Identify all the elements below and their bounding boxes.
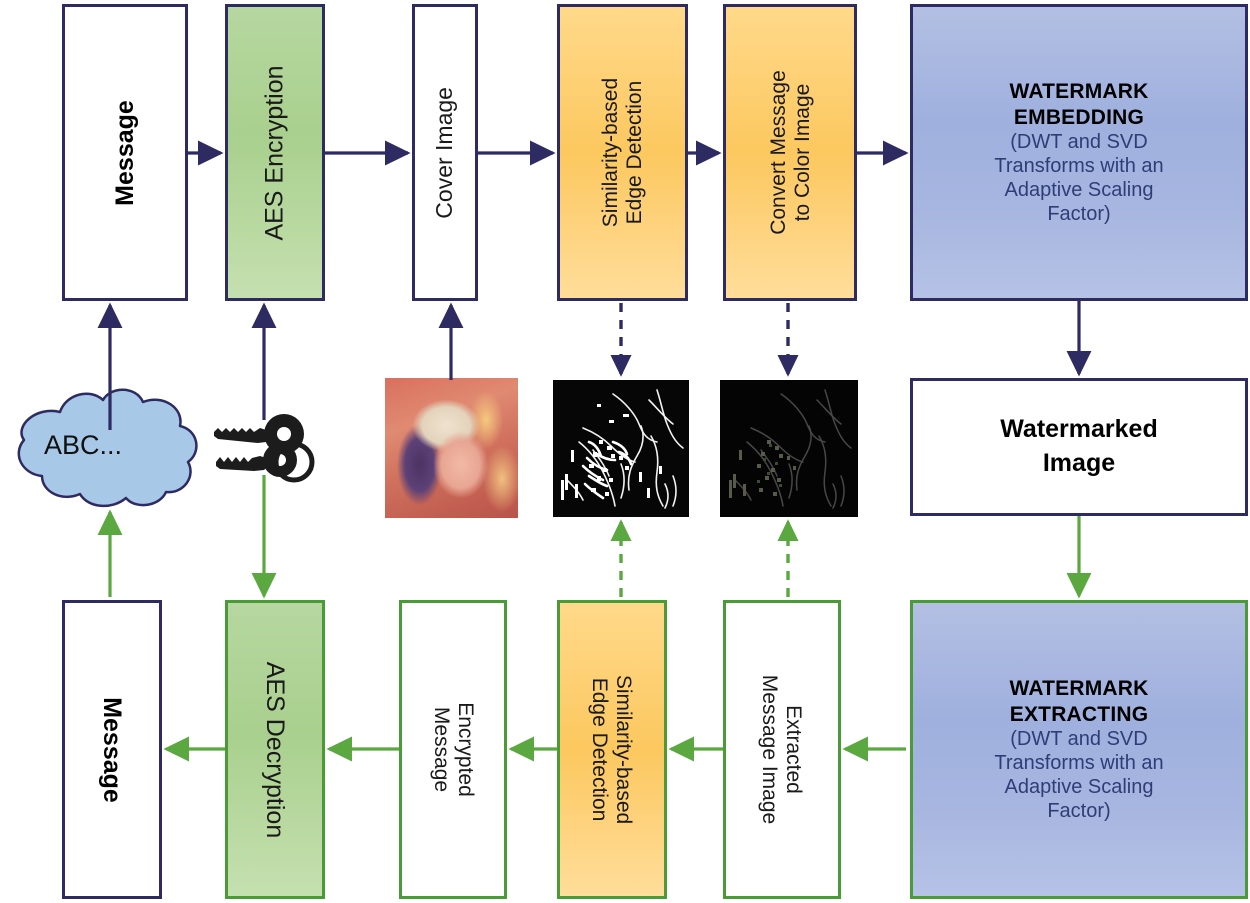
- label-line-2: Image: [1042, 449, 1116, 477]
- edge-map-bright: [553, 380, 689, 517]
- abc-cloud[interactable]: ABC...: [8, 382, 208, 517]
- label-line-2: Edge Detection: [622, 80, 646, 225]
- subtitle-line-4: Factor): [1047, 799, 1111, 822]
- block-extracted-message-image-label: Extracted Message Image: [758, 674, 806, 825]
- subtitle-line-3: Adaptive Scaling: [1004, 775, 1154, 798]
- block-extracted-message-image[interactable]: Extracted Message Image: [723, 600, 841, 899]
- subtitle-line-4: Factor): [1047, 202, 1111, 225]
- label-line-1: Convert Message: [766, 70, 790, 235]
- top-dashed-down-arrows: [610, 303, 799, 377]
- cloud-shape: [17, 388, 198, 507]
- subtitle-line-1: (DWT and SVD: [1010, 130, 1148, 153]
- watermarked-image-label: Watermarked Image: [1000, 413, 1157, 481]
- block-similarity-edge-detection-top-label: Similarity-based Edge Detection: [599, 78, 646, 227]
- subtitle-line-1: (DWT and SVD: [1010, 727, 1148, 750]
- keys-icon-glyph: [214, 414, 315, 483]
- block-aes-encryption[interactable]: AES Encryption: [225, 4, 325, 301]
- bottom-dashed-up-arrows: [610, 519, 799, 597]
- label-line-2: to Color Image: [790, 83, 814, 222]
- label-line-1: Similarity-based: [598, 77, 622, 228]
- watermark-embedding-text: WATERMARK EMBEDDING (DWT and SVD Transfo…: [986, 79, 1171, 225]
- label-line-2: Message Image: [759, 674, 783, 825]
- block-similarity-edge-detection-top[interactable]: Similarity-based Edge Detection: [557, 4, 688, 301]
- block-convert-message-to-color-image[interactable]: Convert Message to Color Image: [723, 4, 857, 301]
- block-message-top[interactable]: Message: [62, 4, 188, 301]
- block-watermarked-image[interactable]: Watermarked Image: [910, 378, 1248, 516]
- block-similarity-edge-detection-bottom[interactable]: Similarity-based Edge Detection: [557, 600, 667, 899]
- label-line-1: Watermarked: [1000, 415, 1158, 444]
- title-line-2: EMBEDDING: [1013, 105, 1145, 129]
- block-watermark-extracting[interactable]: WATERMARK EXTRACTING (DWT and SVD Transf…: [910, 600, 1248, 899]
- subtitle-line-3: Adaptive Scaling: [1004, 178, 1154, 201]
- block-aes-decryption[interactable]: AES Decryption: [225, 600, 325, 899]
- label-line-1: Encrypted: [453, 702, 477, 797]
- watermark-extracting-text: WATERMARK EXTRACTING (DWT and SVD Transf…: [986, 676, 1171, 822]
- edge-map-dim: [721, 380, 857, 517]
- subtitle-line-2: Transforms with an: [994, 751, 1164, 774]
- title-line-1: WATERMARK: [1009, 80, 1149, 104]
- subtitle-line-2: Transforms with an: [994, 154, 1164, 177]
- edge-detection-result-thumbnail: [553, 380, 689, 517]
- block-similarity-edge-detection-bottom-label: Similarity-based Edge Detection: [588, 674, 636, 825]
- block-aes-decryption-label: AES Decryption: [261, 661, 289, 838]
- block-cover-image[interactable]: Cover Image: [412, 4, 478, 301]
- block-convert-message-label: Convert Message to Color Image: [766, 70, 813, 235]
- block-aes-encryption-label: AES Encryption: [261, 64, 289, 241]
- title-line-2: EXTRACTING: [1009, 702, 1149, 726]
- lena-cover-image-thumbnail: [385, 378, 518, 518]
- block-message-bottom[interactable]: Message: [62, 600, 162, 899]
- title-line-1: WATERMARK: [1009, 677, 1149, 701]
- color-message-image-thumbnail: [720, 380, 858, 517]
- label-line-1: Extracted: [782, 705, 806, 794]
- block-message-bottom-label: Message: [98, 696, 126, 803]
- keys-icon: [208, 410, 328, 490]
- cloud-label: ABC...: [44, 430, 123, 460]
- label-line-1: Similarity-based: [612, 674, 636, 825]
- block-encrypted-message-label: Encrypted Message: [429, 702, 477, 797]
- block-encrypted-message[interactable]: Encrypted Message: [399, 600, 507, 899]
- block-watermark-embedding[interactable]: WATERMARK EMBEDDING (DWT and SVD Transfo…: [910, 4, 1248, 301]
- label-line-2: Message: [430, 706, 453, 793]
- label-line-2: Edge Detection: [589, 677, 613, 822]
- block-cover-image-label: Cover Image: [431, 86, 458, 219]
- block-message-top-label: Message: [111, 99, 139, 206]
